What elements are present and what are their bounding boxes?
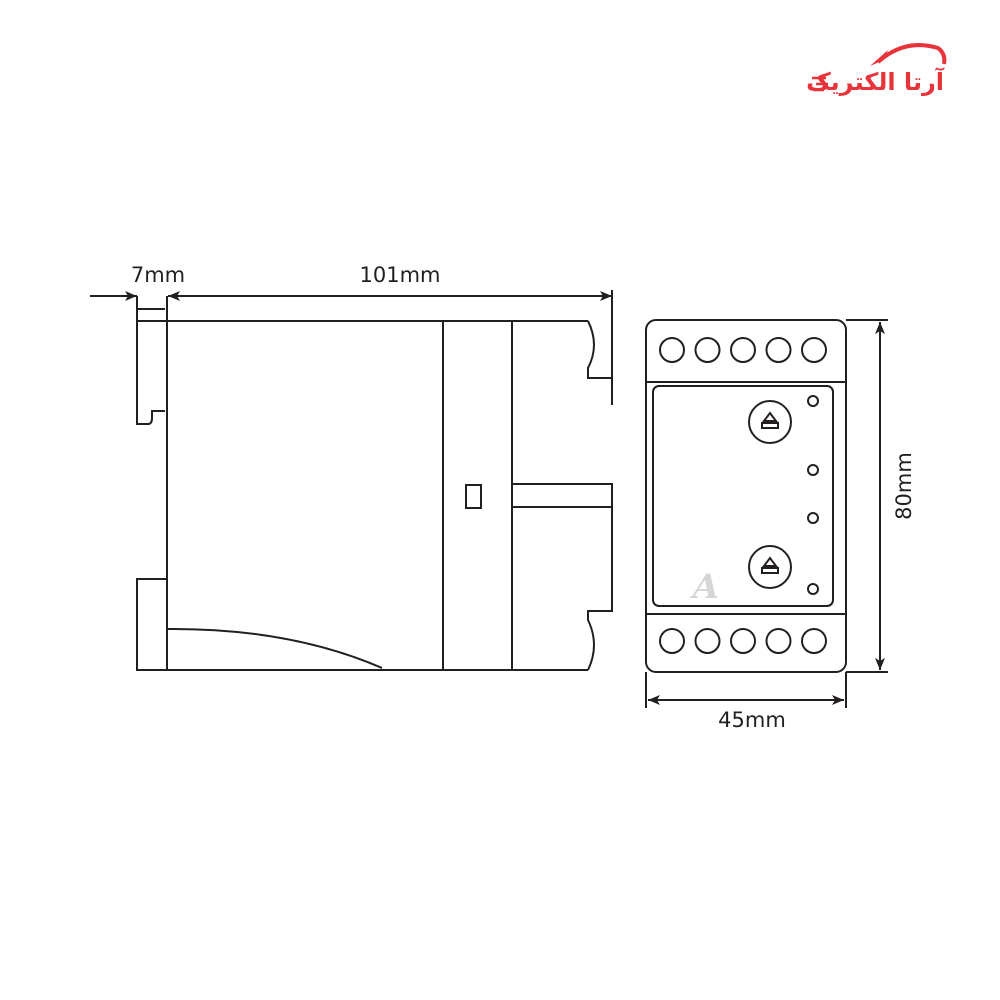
status-led	[807, 464, 819, 476]
terminal-screw-top	[694, 337, 721, 363]
height-dimension-label: 80mm	[892, 452, 916, 520]
brand-logo: آرتا الکتریک	[806, 43, 947, 96]
width-dimension-label: 45mm	[718, 708, 786, 732]
terminal-screw-top	[659, 337, 685, 363]
knob-triangle-icon	[762, 556, 778, 567]
status-led	[807, 395, 819, 407]
housing-outline	[645, 319, 847, 673]
adjust-knob	[748, 545, 792, 589]
terminal-screw-bottom	[801, 628, 827, 654]
terminal-screw-bottom	[765, 628, 792, 654]
clip-dimension-label: 7mm	[131, 263, 185, 287]
terminal-screw-bottom	[694, 628, 721, 654]
front-panel	[652, 385, 834, 607]
side-view: 7mm 101mm	[90, 263, 613, 671]
front-view: 80mm 45mm A	[645, 319, 916, 732]
knob-triangle-icon	[762, 411, 778, 422]
side-indicator-window	[465, 484, 482, 509]
status-led	[807, 583, 819, 595]
terminal-screw-top	[730, 337, 756, 363]
terminal-screw-bottom	[730, 628, 756, 654]
watermark-logo: A	[690, 567, 719, 607]
leds	[807, 395, 819, 595]
status-led	[807, 512, 819, 524]
terminal-screw-bottom	[659, 628, 685, 654]
logo-text: آرتا الکتریک	[806, 67, 945, 96]
depth-dimension-label: 101mm	[360, 263, 441, 287]
din-clip-top	[136, 296, 165, 425]
terminal-screw-top	[801, 337, 827, 363]
adjust-knob	[748, 400, 792, 444]
terminals	[659, 337, 827, 654]
din-clip-bottom	[136, 578, 168, 671]
terminal-screw-top	[765, 337, 792, 363]
knobs	[748, 400, 792, 589]
